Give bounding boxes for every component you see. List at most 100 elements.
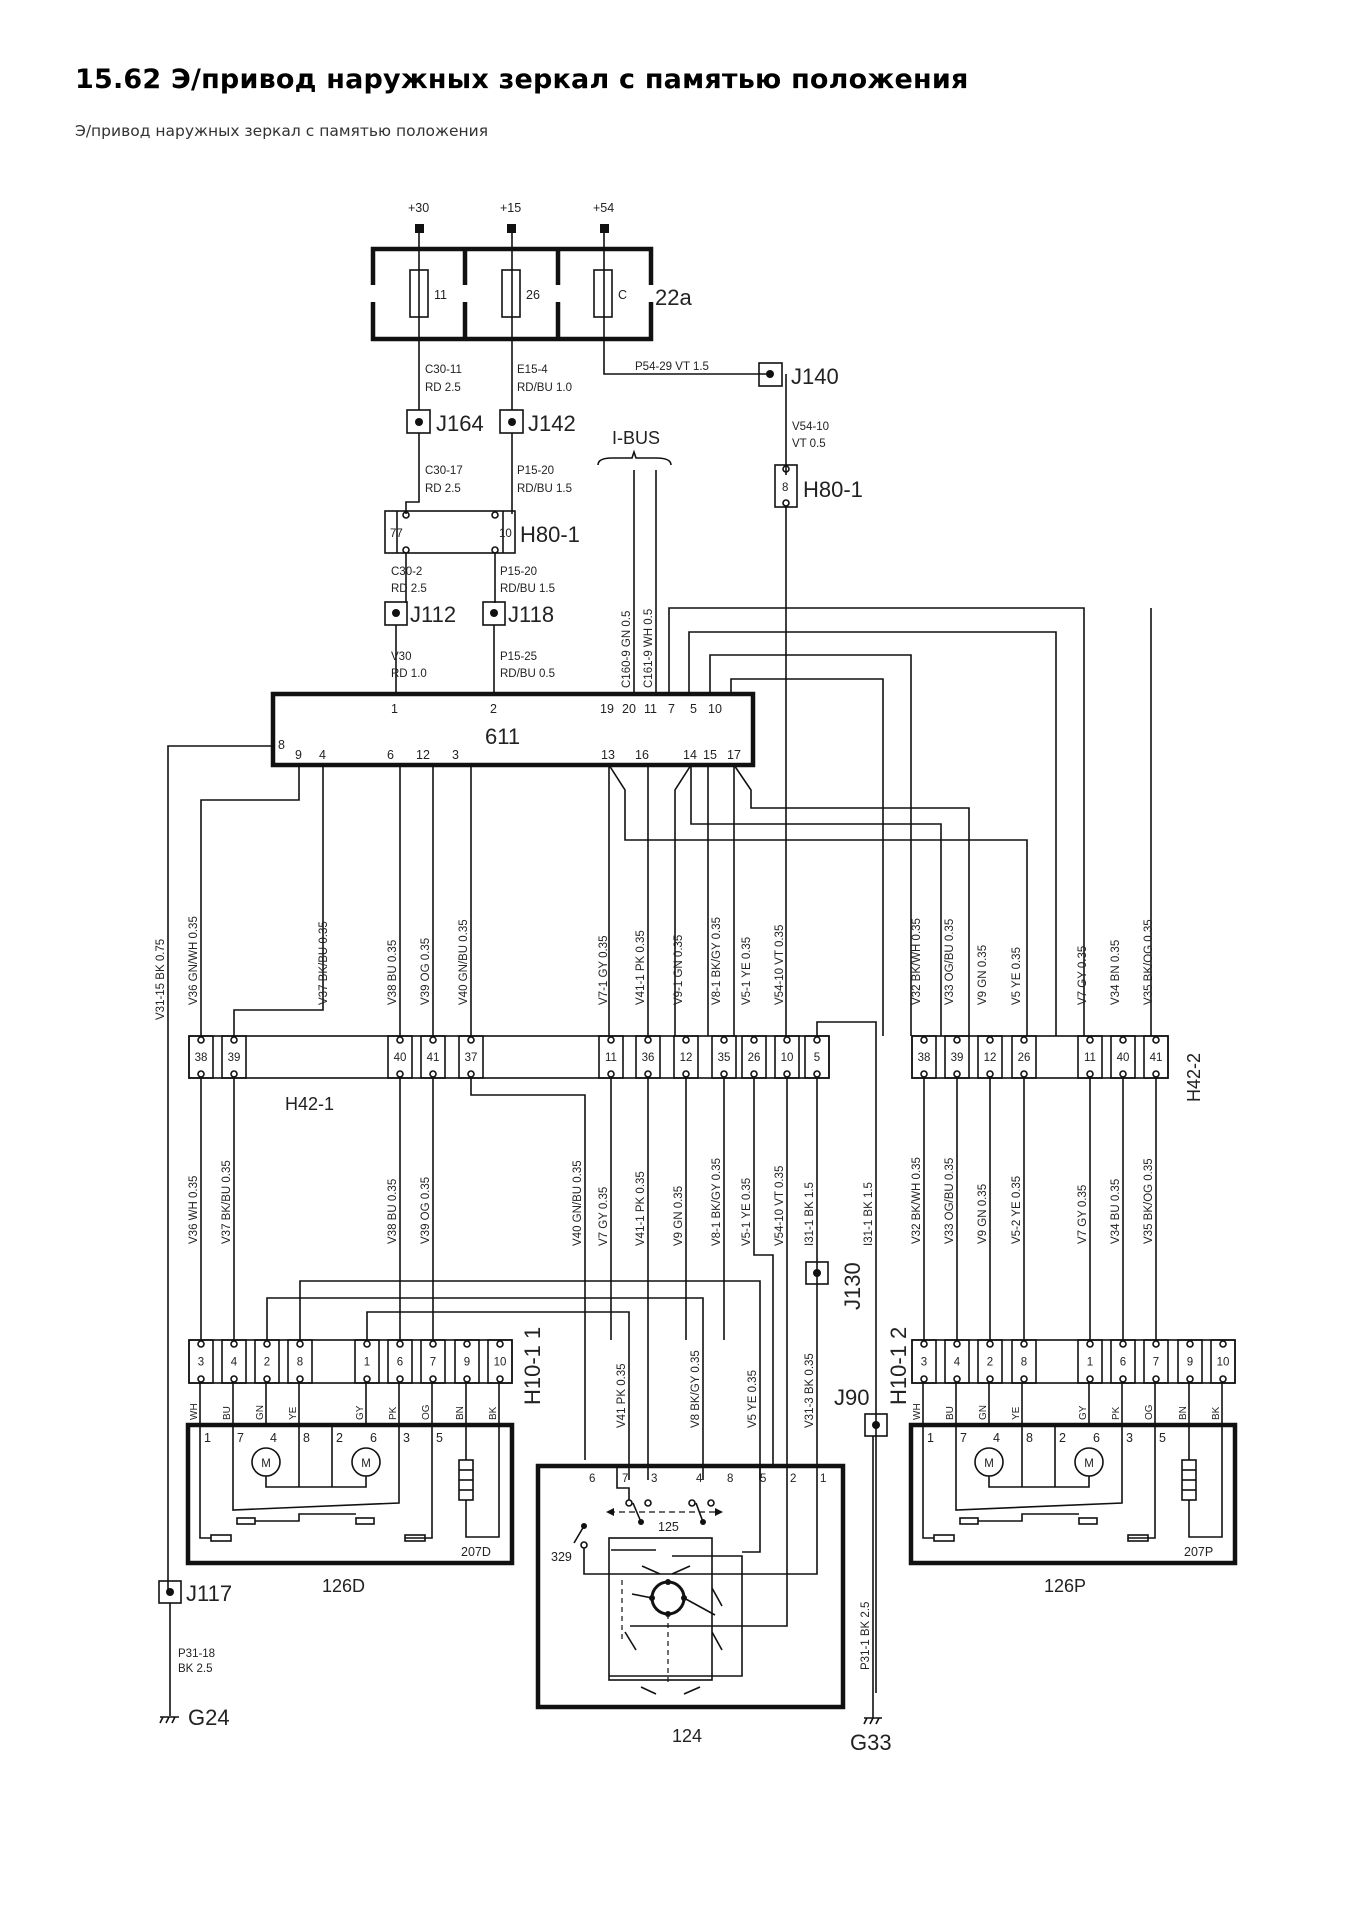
wire-color: OG [1144,1404,1155,1420]
wire-label: P31-18 [178,1648,215,1660]
pin-contact [1020,1375,1028,1383]
mirror-label: 126P [1044,1576,1086,1596]
supply-terminals: +30 +15 +54 [408,201,614,233]
pin-contact [296,1375,304,1383]
connector-pin: 1 [364,1357,370,1369]
resistor-icon [404,1534,426,1542]
pin: 2 [490,702,497,716]
pin-contact [263,1340,271,1348]
pin-contact [1086,1375,1094,1383]
wire-color: WH [912,1403,923,1420]
switch-pin: 7 [622,1473,628,1485]
pin-contact [720,1070,728,1078]
connector-pin: 5 [814,1052,820,1064]
pin: 7 [668,702,675,716]
mirror-pin: 2 [1059,1431,1066,1445]
ibus-label: I-BUS [612,428,660,448]
pin: 11 [644,702,657,716]
connector-label: H80-1 [520,522,580,547]
junction-label: J112 [410,602,456,627]
switch-pin: 2 [790,1473,796,1485]
pin-contact [1020,1070,1028,1078]
connector-pin: 38 [195,1052,208,1064]
wire-label: RD 2.5 [425,382,461,394]
motor-symbol: M [361,1458,371,1470]
module-611-outline [270,691,756,768]
wire-label: V5-1 YE 0.35 [741,937,753,1005]
wire-color: BU [222,1406,233,1420]
mirror-pin: 7 [960,1431,967,1445]
ground-icon [159,1716,179,1724]
wire-label: E15-4 [517,364,548,376]
wire-label: I31-1 BK 1.5 [804,1182,816,1246]
pin-contact [296,1340,304,1348]
pin-contact [429,1340,437,1348]
wire-label: P15-20 [517,465,554,477]
arrow-left-icon [606,1508,614,1516]
wire-label: V9 GN 0.35 [673,1186,685,1246]
wire-color: YE [288,1406,299,1420]
connector-cell [1143,1339,1169,1384]
wire-label: V37 BK/BU 0.35 [318,921,330,1005]
wire-label: V35 BK/OG 0.35 [1143,919,1155,1005]
junction-label: J130 [840,1262,865,1310]
connector-pin: 3 [921,1357,927,1369]
pin-contact [986,1375,994,1383]
wire-label: V41-1 PK 0.35 [635,930,647,1005]
connector-cell [354,1339,380,1384]
mirror-pin: 4 [993,1431,1000,1445]
resistor-icon [210,1534,232,1542]
fuse-number: 26 [526,288,540,302]
pin-contact [986,1070,994,1078]
pin-contact [920,1036,928,1044]
pin-contact [230,1375,238,1383]
wire-labels-lower: V36 WH 0.35 V37 BK/BU 0.35 V38 BU 0.35 V… [188,1157,1155,1428]
wire-label: V9 GN 0.35 [977,1184,989,1244]
wire-labels-mid: V31-15 BK 0.75 V36 GN/WH 0.35 V37 BK/BU … [155,916,1155,1020]
connector-h80-1 [384,510,516,554]
connector-cell [977,1339,1003,1384]
wire-label: C30-17 [425,465,463,477]
junction-j130 [805,1261,829,1285]
pin-contact [986,1036,994,1044]
wire-color: YE [1011,1406,1022,1420]
wire-label: V31-15 BK 0.75 [155,939,167,1020]
pin: 15 [703,748,717,762]
pin-contact [644,1036,652,1044]
module-611-bottom-pins: 8 9 4 6 12 3 13 16 14 15 17 [278,738,741,762]
connector-pin: 10 [1217,1357,1230,1369]
junctions-lower: J130 J90 [805,1261,888,1437]
pin: 4 [319,748,326,762]
wires-routing [167,507,1152,1592]
pin: 5 [690,702,697,716]
wire-color: BK [488,1406,499,1420]
connector-cell [188,1339,214,1384]
connector-cell [1110,1339,1136,1384]
wire [465,1425,500,1538]
heater-label: 207P [1184,1545,1213,1559]
pin-contact [363,1340,371,1348]
supply-label-30: +30 [408,201,429,215]
pin-contact [396,1375,404,1383]
wire-label: V30 [391,651,411,663]
connector-pin: 40 [1117,1052,1130,1064]
wires-top: C30-11 RD 2.5 E15-4 RD/BU 1.0 P54-29 VT … [384,228,863,694]
pin-contact [263,1375,271,1383]
wire-label: V33 OG/BU 0.35 [944,919,956,1005]
wire-label: V34 BN 0.35 [1110,940,1122,1005]
connector-pin: 7 [430,1357,436,1369]
pin-contact [644,1070,652,1078]
connector-pin: 6 [1120,1357,1126,1369]
pin-contact [783,1036,791,1044]
switch-pin: 1 [820,1473,826,1485]
connector-cell [1177,1339,1203,1384]
pin-contact [197,1036,205,1044]
pin-contact [363,1375,371,1383]
fuse-box-22a: 11 26 C 22a [369,246,692,342]
switch-label: 124 [672,1726,702,1746]
connector-pin: 11 [1084,1052,1096,1064]
connector-pin: 8 [782,482,788,494]
